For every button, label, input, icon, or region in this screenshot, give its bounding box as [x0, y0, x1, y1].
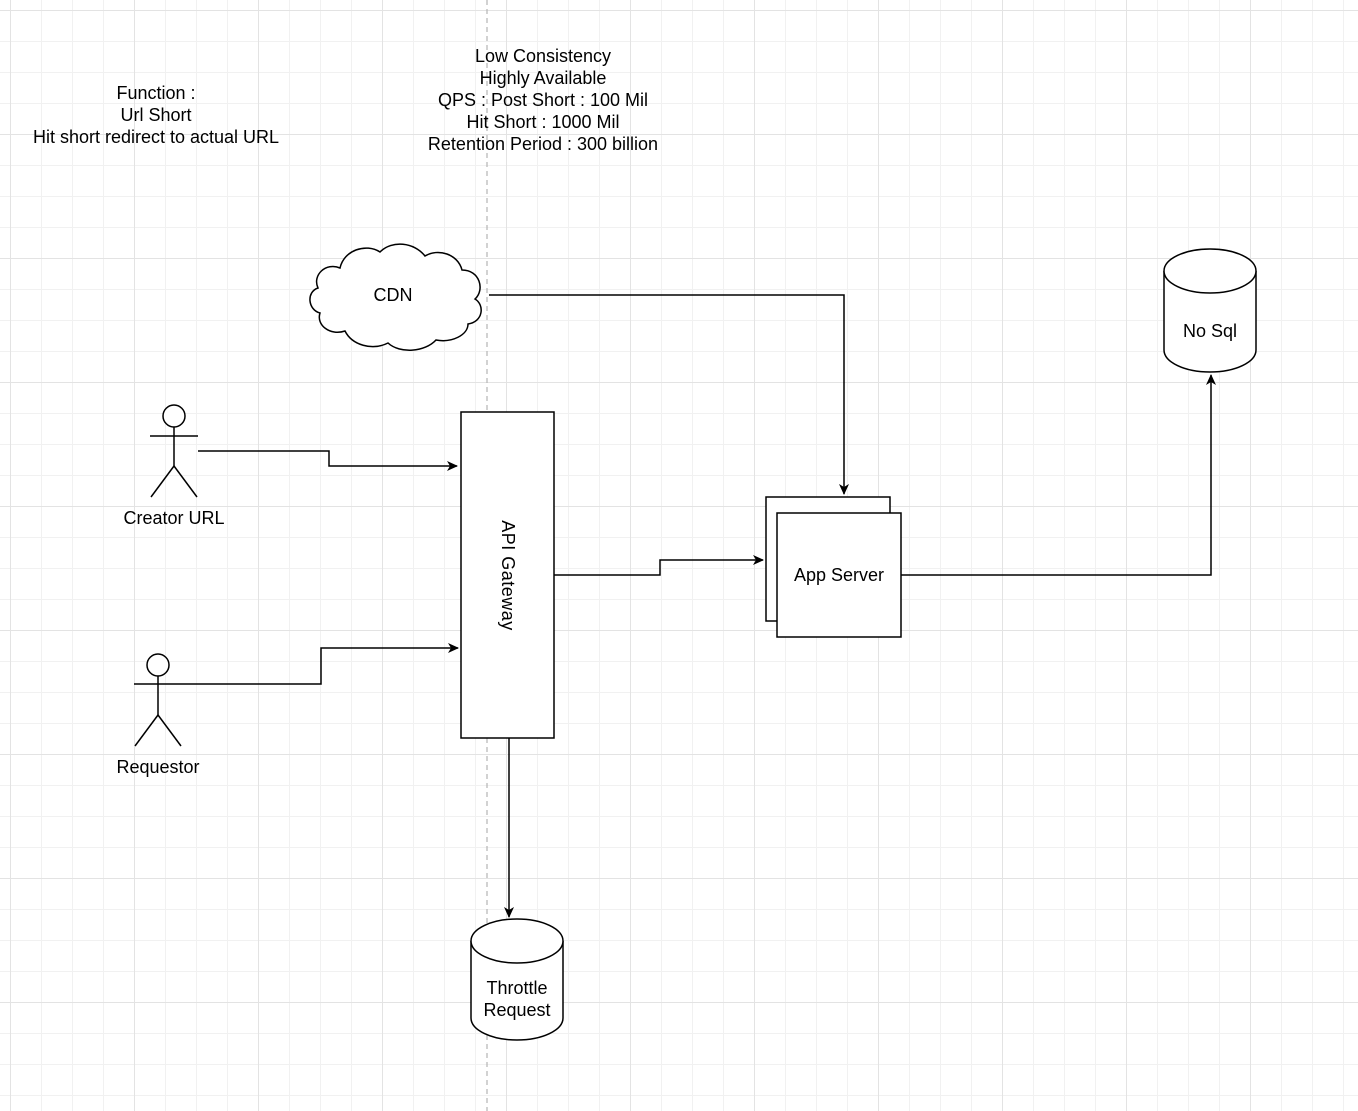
creator-actor-icon[interactable]: [150, 404, 198, 498]
throttle-cylinder[interactable]: [470, 918, 564, 1041]
connector-requestor-to-gateway: [182, 643, 459, 685]
app-server-box[interactable]: [776, 512, 902, 638]
connector-creator-to-gateway: [198, 450, 458, 471]
cdn-cloud-shape[interactable]: [309, 243, 482, 351]
nosql-label: No Sql: [1182, 321, 1238, 341]
function-note: Function : Url Short Hit short redirect …: [14, 82, 298, 148]
function-note-line: Function :: [116, 83, 196, 103]
creator-label: Creator URL: [123, 508, 225, 528]
requestor-label: Requestor: [116, 757, 200, 777]
requestor-actor-icon[interactable]: [134, 653, 182, 747]
function-note-line: Url Short: [120, 105, 192, 125]
cdn-label: CDN: [373, 285, 413, 305]
connector-cdn-to-appserver: [489, 294, 849, 495]
api-gateway-box[interactable]: [460, 411, 555, 739]
requirements-note-line: Retention Period : 300 billion: [427, 134, 659, 154]
requirements-note: Low Consistency Highly Available QPS : P…: [413, 45, 673, 155]
nosql-cylinder[interactable]: [1163, 248, 1257, 373]
requirements-note-line: QPS : Post Short : 100 Mil: [437, 90, 649, 110]
requirements-note-line: Hit Short : 1000 Mil: [466, 112, 620, 132]
connector-appserver-to-nosql: [901, 374, 1216, 576]
function-note-line: Hit short redirect to actual URL: [32, 127, 280, 147]
connector-gateway-to-appserver: [554, 555, 764, 576]
api-gateway-label-wrap: API Gateway: [461, 412, 554, 738]
throttle-label-line1: Throttle: [486, 978, 548, 998]
throttle-label-line2: Request: [483, 1000, 551, 1020]
app-server-label: App Server: [793, 565, 885, 585]
requirements-note-line: Low Consistency: [474, 46, 612, 66]
api-gateway-label: API Gateway: [498, 519, 519, 631]
requirements-note-line: Highly Available: [479, 68, 607, 88]
